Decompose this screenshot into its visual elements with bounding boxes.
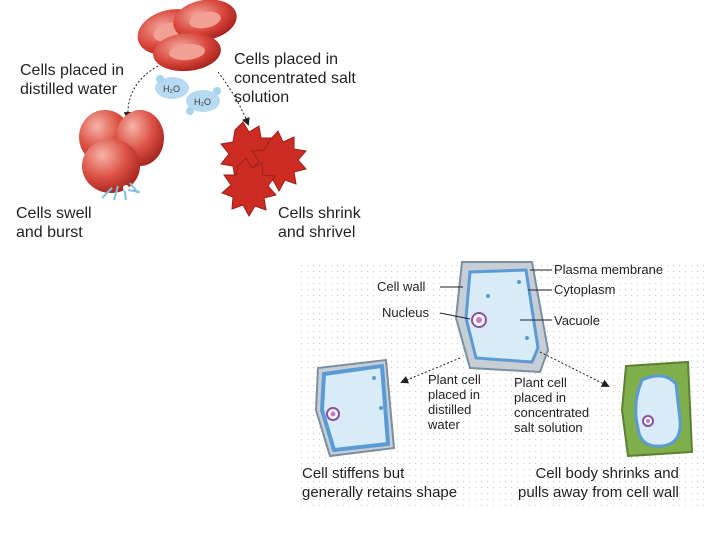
- normal-red-blood-cells: [137, 0, 237, 72]
- label-vacuole: Vacuole: [554, 313, 601, 328]
- arrow-to-plasmolyzed: [539, 351, 610, 387]
- label-cell-wall: Cell wall: [377, 279, 426, 294]
- plant-cell-turgid: [314, 358, 396, 458]
- arrow-to-shrink: [217, 71, 250, 126]
- plant-top-leader-lines: [439, 269, 552, 321]
- swollen-bursting-cells: [79, 110, 164, 201]
- shriveled-cells: [220, 121, 307, 218]
- water-label-b: H₂O: [194, 97, 211, 107]
- arrow-to-turgid: [400, 357, 461, 384]
- label-cytoplasm: Cytoplasm: [554, 282, 616, 297]
- plant-cell-plasmolyzed: [620, 360, 694, 458]
- plant-cell-normal: [454, 261, 550, 374]
- water-label-a: H₂O: [163, 84, 180, 94]
- arrow-to-swell: [123, 65, 159, 120]
- water-molecules: H₂O H₂O: [155, 75, 221, 115]
- label-plasma-membrane: Plasma membrane: [554, 262, 664, 277]
- label-nucleus: Nucleus: [382, 305, 429, 320]
